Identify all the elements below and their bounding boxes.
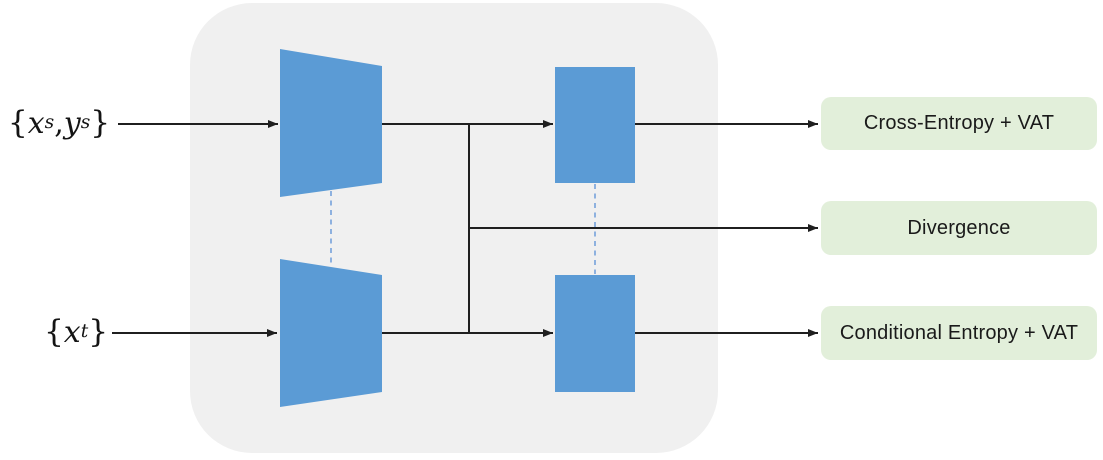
loss-box-conditional-entropy: Conditional Entropy + VAT — [821, 306, 1097, 360]
loss-box-conditional-entropy-label: Conditional Entropy + VAT — [839, 321, 1079, 344]
loss-box-cross-entropy-label: Cross-Entropy + VAT — [863, 112, 1055, 134]
source-label-comma: , — [54, 105, 64, 141]
target-label-x: x — [63, 314, 81, 350]
source-feature-extractor-shape — [280, 49, 382, 197]
source-classifier-shape — [555, 67, 635, 183]
source-label-x: x — [27, 105, 45, 141]
loss-box-divergence-label: Divergence — [907, 216, 1011, 239]
loss-box-cross-entropy: Cross-Entropy + VAT — [821, 97, 1097, 150]
source-label-close-brace: } — [90, 105, 111, 141]
source-label-y: y — [63, 105, 81, 141]
target-label-close-brace: } — [88, 314, 109, 350]
target-feature-extractor-shape — [280, 259, 382, 407]
loss-box-divergence: Divergence — [821, 201, 1097, 255]
target-classifier-shape — [555, 275, 635, 392]
source-label-open-brace: { — [7, 105, 28, 141]
target-label-open-brace: { — [43, 314, 64, 350]
